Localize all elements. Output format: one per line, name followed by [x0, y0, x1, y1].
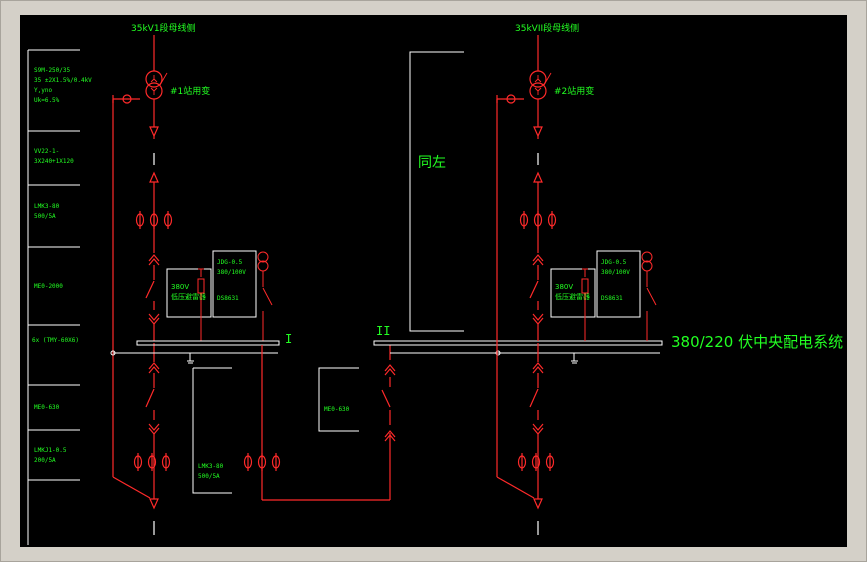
tie-breaker-box: ME0-630 [318, 367, 359, 432]
table-cell: 500/5A [34, 213, 56, 220]
table-cell: LMKJ1-0.5 [34, 447, 67, 454]
table-cell: 35 ±2X1.5%/0.4kV [34, 77, 92, 84]
bus-number: II [376, 324, 390, 338]
right-transformer-label: #2站用变 [554, 85, 594, 97]
equipment-table-text: S9M-250/35 35 ±2X1.5%/0.4kV Y,yno Uk=6.5… [32, 67, 92, 464]
meter-label: DS8631 [217, 295, 239, 302]
same-as-left-bracket: 同左 [409, 51, 464, 332]
meter-label: DS8631 [601, 295, 623, 302]
table-cell: 6x (TMY-60X6) [32, 337, 79, 344]
left-busbar: I [110, 332, 292, 364]
meter-label: 380/100V [601, 269, 630, 276]
left-arrester-box: 380V 低压避雷器 [166, 268, 212, 341]
table-cell: ME0-630 [34, 404, 60, 411]
panel-label: 380V [555, 283, 573, 291]
meter-label: 380/100V [217, 269, 246, 276]
system-title: 380/220 伏中央配电系统 [671, 333, 843, 351]
single-line-diagram: S9M-250/35 35 ±2X1.5%/0.4kV Y,yno Uk=6.5… [27, 22, 843, 545]
same-as-left-label: 同左 [418, 155, 446, 171]
drawing-canvas[interactable]: S9M-250/35 35 ±2X1.5%/0.4kV Y,yno Uk=6.5… [20, 15, 847, 547]
right-incoming-title: 35kVII段母线侧 [515, 22, 579, 34]
ct-box: LMK3-80 500/5A [192, 367, 232, 494]
panel-label: 低压避雷器 [555, 292, 590, 301]
meter-label: JDG-0.5 [217, 259, 243, 266]
left-incoming-title: 35kV1段母线侧 [131, 22, 196, 34]
left-feeder [112, 35, 173, 535]
right-feeder [496, 35, 557, 535]
left-meter-box: JDG-0.5 380/100V DS8631 [212, 250, 273, 341]
transformer-winding-primary [145, 70, 163, 88]
table-cell: LMK3-80 [34, 203, 60, 210]
panel-label: 380V [171, 283, 189, 291]
tie-circuit [243, 345, 396, 501]
ct-label: 500/5A [198, 473, 220, 480]
table-cell: ME0-2000 [34, 283, 63, 290]
meter-label: JDG-0.5 [601, 259, 627, 266]
ct-label: LMK3-80 [198, 463, 224, 470]
table-cell: Uk=6.5% [34, 97, 60, 104]
table-cell: 3X240+1X120 [34, 158, 74, 165]
left-transformer-label: #1站用变 [170, 85, 210, 97]
right-meter-box: JDG-0.5 380/100V DS8631 [596, 250, 657, 341]
table-cell: 200/5A [34, 457, 56, 464]
table-cell: VV22-1- [34, 148, 59, 155]
panel-label: 低压避雷器 [171, 292, 206, 301]
right-arrester-box: 380V 低压避雷器 [550, 268, 596, 341]
table-cell: S9M-250/35 [34, 67, 71, 74]
bus-number: I [285, 332, 292, 346]
table-cell: Y,yno [34, 87, 52, 94]
equipment-table [27, 49, 80, 545]
tie-breaker-label: ME0-630 [324, 406, 350, 413]
right-busbar: II 380/220 伏中央配电系统 [373, 324, 843, 364]
